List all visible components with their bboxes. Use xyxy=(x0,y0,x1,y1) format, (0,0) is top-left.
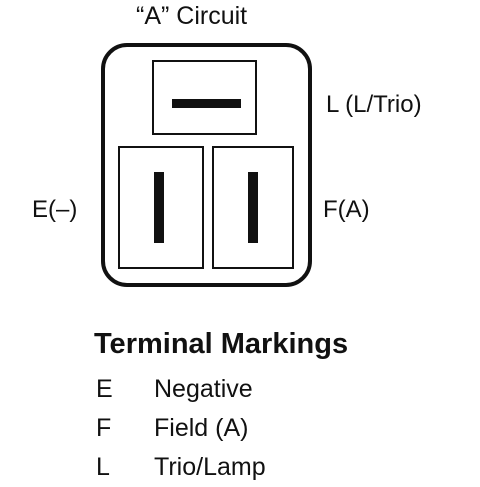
legend-value-negative: Negative xyxy=(154,375,253,403)
terminal-l-blade xyxy=(172,99,241,108)
e-terminal-label: E(–) xyxy=(32,196,78,223)
terminal-markings-legend: Terminal Markings E Negative F Field (A)… xyxy=(94,330,414,487)
f-terminal-label: F(A) xyxy=(323,196,370,223)
connector-housing xyxy=(101,43,312,287)
legend-title: Terminal Markings xyxy=(94,328,349,360)
legend-value-trio-lamp: Trio/Lamp xyxy=(154,453,266,481)
legend-row-e: E Negative xyxy=(94,370,414,409)
legend-key-f: F xyxy=(96,414,112,442)
legend-row-f: F Field (A) xyxy=(94,409,414,448)
l-terminal-label: L (L/Trio) xyxy=(326,91,422,118)
legend-value-field: Field (A) xyxy=(154,414,249,442)
terminal-e-blade xyxy=(154,172,164,243)
legend-key-l: L xyxy=(96,453,110,481)
legend-row-l: L Trio/Lamp xyxy=(94,448,414,487)
terminal-l-housing xyxy=(152,60,257,135)
a-circuit-label: “A” Circuit xyxy=(136,2,248,30)
terminal-e-housing xyxy=(118,146,204,269)
legend-key-e: E xyxy=(96,375,113,403)
terminal-f-housing xyxy=(212,146,294,269)
terminal-f-blade xyxy=(248,172,258,243)
